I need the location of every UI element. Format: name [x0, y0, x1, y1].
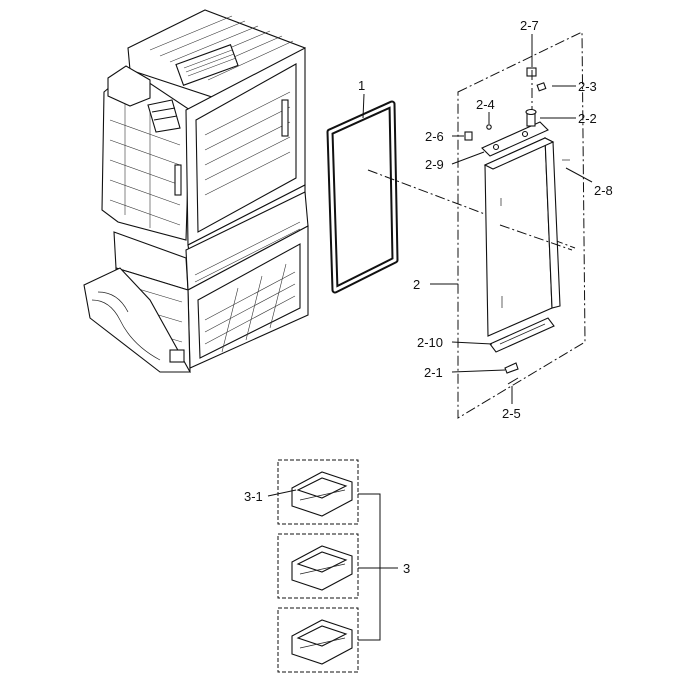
label-part-2-6: 2-6	[425, 129, 444, 144]
label-part-2-9: 2-9	[425, 157, 444, 172]
label-part-3: 3	[403, 561, 410, 576]
label-part-2-7: 2-7	[520, 18, 539, 33]
label-part-2-8: 2-8	[594, 183, 613, 198]
door-bin-bottom	[291, 619, 353, 665]
door-assembly	[457, 31, 586, 419]
label-part-2-10: 2-10	[417, 335, 443, 350]
label-part-3-1: 3-1	[244, 489, 263, 504]
door-bin-middle	[291, 545, 353, 591]
label-part-2-5: 2-5	[502, 406, 521, 421]
leader-1	[362, 93, 365, 119]
label-part-2-4: 2-4	[476, 97, 495, 112]
door-gasket	[326, 100, 399, 294]
refrigerator-cabinet	[83, 9, 309, 373]
label-part-2-1: 2-1	[424, 365, 443, 380]
label-part-2-2: 2-2	[578, 111, 597, 126]
label-part-1: 1	[358, 78, 365, 93]
label-part-2-3: 2-3	[578, 79, 597, 94]
door-bin-group	[277, 459, 398, 673]
bracket-3	[358, 493, 381, 641]
label-part-2: 2	[413, 277, 420, 292]
door-bin-top	[291, 471, 353, 517]
leader-lines	[267, 34, 593, 497]
